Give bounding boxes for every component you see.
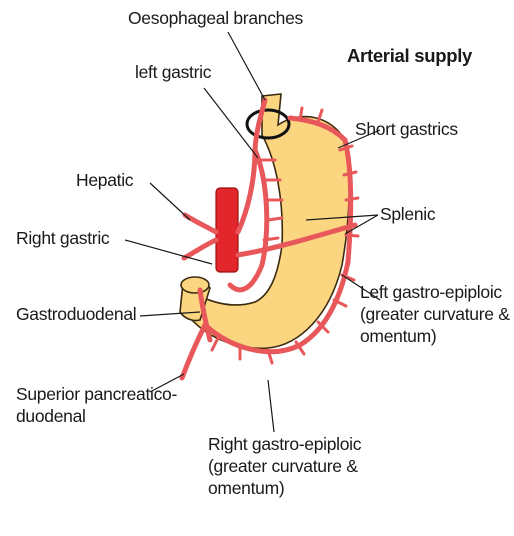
leader-oesophageal [228,32,265,100]
label-left-gastro-epiploic-line3: omentum) [360,326,510,348]
label-right-gastro-epiploic: Right gastro-epiploic (greater curvature… [208,434,361,500]
label-splenic: Splenic [380,204,435,226]
label-left-gastro-epiploic-line1: Left gastro-epiploic [360,282,510,304]
label-right-gastric: Right gastric [16,228,109,250]
right-gastric-artery [184,240,216,258]
duodenum-opening [181,277,209,293]
label-left-gastro-epiploic: Left gastro-epiploic (greater curvature … [360,282,510,348]
label-superior-pancreatico-duodenal: Superior pancreatico- duodenal [16,384,177,428]
label-oesophageal-branches: Oesophageal branches [128,8,303,30]
label-spd-line1: Superior pancreatico- [16,384,177,406]
superior-pancreatico-duodenal-artery [182,325,205,378]
leader-hepatic [150,183,190,220]
label-left-gastro-epiploic-line2: (greater curvature & [360,304,510,326]
label-rge-line2: (greater curvature & [208,456,361,478]
aorta [216,188,238,272]
label-gastroduodenal: Gastroduodenal [16,304,136,326]
label-short-gastrics: Short gastrics [355,119,458,141]
label-left-gastric: left gastric [135,62,211,84]
label-spd-line2: duodenal [16,406,177,428]
leader-left-gastric [204,88,258,158]
hepatic-artery [185,215,216,232]
label-rge-line1: Right gastro-epiploic [208,434,361,456]
diagram-title: Arterial supply [347,44,472,67]
leader-right-gastro-epiploic [268,380,274,432]
label-rge-line3: omentum) [208,478,361,500]
label-hepatic: Hepatic [76,170,133,192]
